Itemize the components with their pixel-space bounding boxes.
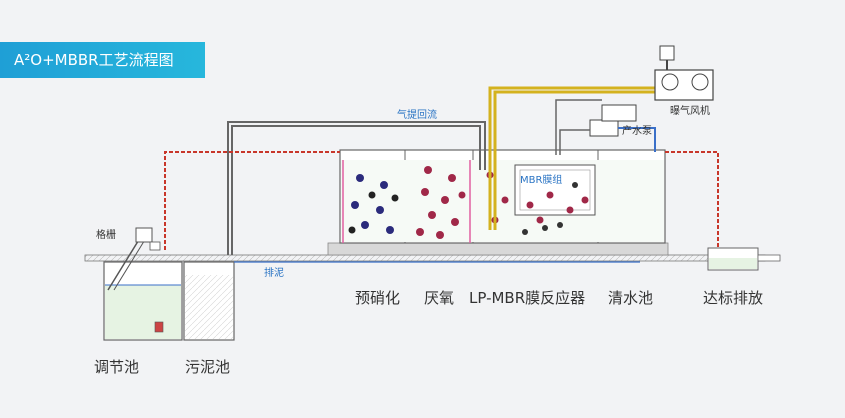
ground [84,254,766,262]
carriers-pre-denitrification [348,174,399,234]
blower [654,45,714,101]
product-pump [555,99,637,155]
air-pipe [488,86,660,230]
regulating-tank [103,261,183,341]
membrane-module-label: MBR膜组 [520,173,562,186]
lp-mbr-label: LP-MBR膜反应器 [469,289,585,307]
diagram-title: A²O+MBBR工艺流程图 [0,42,205,78]
grille-label: 格栅 [96,228,116,241]
blower-label: 曝气风机 [670,104,710,117]
carriers-mbr [486,171,589,235]
main-tank-block [327,149,669,256]
pre-denitrification-label: 预硝化 [355,289,400,307]
discharge-tank [707,247,781,271]
grille [107,227,161,291]
product-pump-label: 产水泵 [622,124,652,137]
sludge-tank [183,261,235,341]
regulating-tank-label: 调节池 [94,358,139,376]
sludge-tank-label: 污泥池 [185,358,230,376]
anaerobic-label: 厌氧 [424,289,454,307]
clear-water-label: 清水池 [608,289,653,307]
sludge-discharge-label: 排泥 [264,266,284,279]
water-pipe [618,127,656,152]
air-lift-return-pipe [227,121,486,255]
carriers-anaerobic [416,166,466,239]
sludge-pipe [164,151,719,250]
discharge-label: 达标排放 [703,289,763,307]
pink-pipe [342,160,471,243]
air-return-label: 气提回流 [397,108,437,121]
